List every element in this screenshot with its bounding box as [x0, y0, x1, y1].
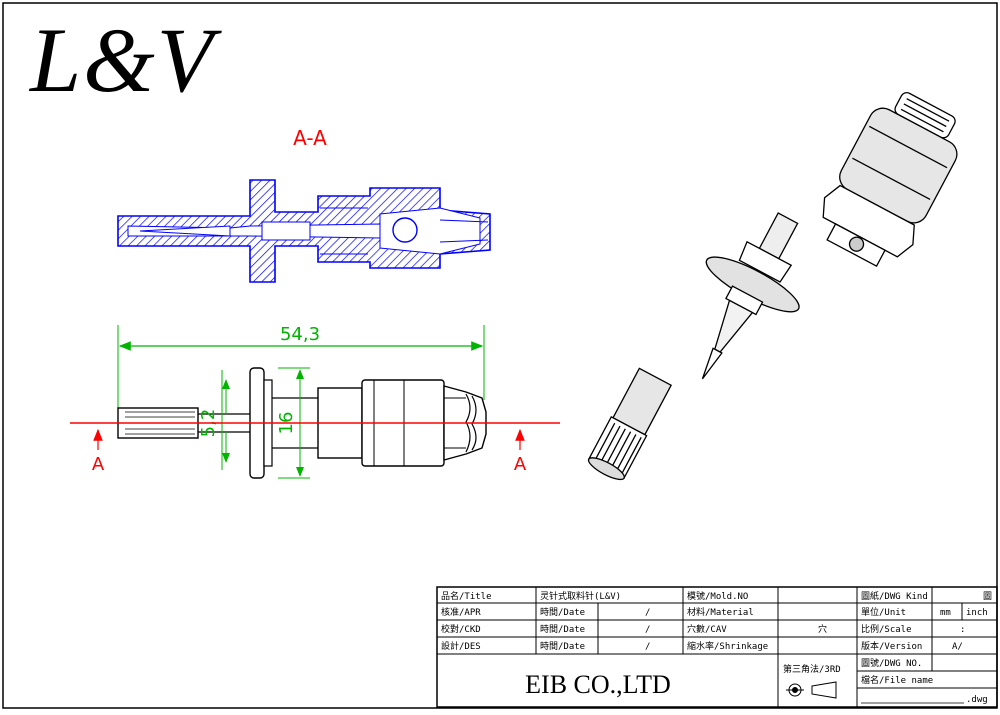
- tb-title-value: 灵针式取料针(L&V): [540, 590, 621, 602]
- tb-material-label: 材料/Material: [687, 606, 754, 618]
- tb-scale-value: :: [960, 625, 965, 635]
- tb-file-name-label: 檔名/File name: [861, 674, 933, 686]
- tb-version-value: A/: [952, 642, 963, 652]
- tb-apr-label: 核准/APR: [441, 606, 481, 618]
- tb-date-label-1: 時間/Date: [540, 607, 585, 618]
- tb-scale-label: 比例/Scale: [861, 623, 912, 635]
- tb-des-label: 設計/DES: [441, 640, 481, 652]
- tb-date-label-2: 時間/Date: [540, 624, 585, 635]
- dim-overall-length: 54,3: [280, 324, 320, 345]
- tb-version-label: 版本/Version: [861, 640, 922, 652]
- section-marker-right: A: [514, 454, 527, 475]
- tb-unit-inch: inch: [966, 608, 988, 618]
- tb-dwg-kind-value: 圖: [983, 591, 992, 602]
- tb-shrinkage-label: 縮水率/Shrinkage: [687, 640, 768, 652]
- tb-unit-mm: mm: [940, 608, 951, 618]
- tb-cav-label: 穴數/CAV: [687, 623, 727, 635]
- tb-file-ext: .dwg: [966, 695, 988, 705]
- title-block: [436, 586, 998, 708]
- tb-dwg-no-label: 圖號/DWG NO.: [861, 657, 922, 669]
- company-name: EIB CO.,LTD: [525, 670, 671, 699]
- section-view-a-a: A-A: [117, 126, 491, 283]
- tb-date-label-3: 時間/Date: [540, 641, 585, 652]
- company-logo: L&V: [30, 9, 215, 111]
- title-block-text: 品名/Title 灵针式取料针(L&V) 模號/Mold.NO 圖紙/DWG K…: [441, 590, 992, 705]
- section-marker-left: A: [92, 454, 105, 475]
- section-label: A-A: [293, 126, 327, 150]
- tb-ckd-label: 校對/CKD: [441, 623, 481, 635]
- front-view: 54,3 5,2 16: [70, 324, 560, 479]
- projection-symbol: [786, 681, 837, 699]
- tb-title-label: 品名/Title: [441, 590, 492, 602]
- tb-date-value-2: /: [645, 625, 650, 635]
- tb-date-value-1: /: [645, 608, 650, 618]
- tb-projection-label: 第三角法/3RD: [783, 663, 841, 675]
- exploded-isometric-view: [587, 92, 958, 481]
- tb-unit-label: 單位/Unit: [861, 606, 906, 618]
- tb-dwg-kind-label: 圖紙/DWG Kind: [861, 590, 928, 602]
- tb-date-value-3: /: [645, 642, 650, 652]
- tb-mold-no-label: 模號/Mold.NO: [687, 590, 748, 602]
- tb-cav-value: 穴: [818, 623, 827, 635]
